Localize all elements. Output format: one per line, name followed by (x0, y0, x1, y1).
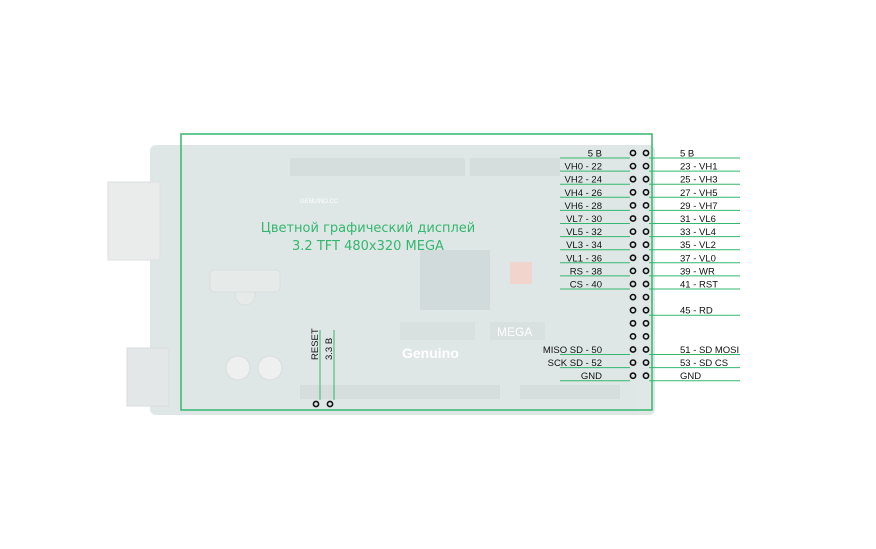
header-pin (642, 215, 650, 222)
header-pin (642, 241, 650, 249)
usb-connector (107, 181, 161, 261)
left-pin-label: GND (581, 371, 602, 382)
left-pin-label: VL5 - 32 (566, 227, 602, 238)
header-pin (629, 359, 637, 366)
header-pin (642, 267, 650, 275)
right-pin-label: 5 В (680, 149, 694, 160)
header-pin (642, 254, 650, 262)
header-pin (629, 241, 637, 249)
display-title-line1: Цветной графический дисплей (261, 221, 476, 236)
header-pin (629, 201, 637, 209)
left-pin-label: VH4 - 26 (565, 188, 603, 199)
right-pin-label: 27 - VH5 (680, 188, 718, 199)
header-pin (642, 280, 650, 288)
right-pin-label: 51 - SD MOSI (680, 345, 739, 356)
header-pin (629, 372, 637, 380)
right-pin-label: 53 - SD CS (680, 358, 728, 369)
left-pin-label: VH0 - 22 (565, 162, 603, 173)
header-pin (642, 332, 650, 340)
power-jack (126, 347, 170, 407)
connector-pins (629, 149, 650, 380)
header-pin (629, 162, 637, 170)
header-pin (629, 319, 637, 327)
header-pin (629, 306, 637, 314)
header-pin (642, 372, 650, 380)
left-pin-labels: 5 В VH0 - 22 VH2 - 24 VH4 - 26 VH6 - 28 VL7 -… (543, 149, 630, 382)
header-pin (642, 201, 650, 209)
header-pin (642, 359, 650, 366)
right-pin-label: 23 - VH1 (680, 162, 718, 173)
left-pin-label: VH2 - 24 (565, 175, 603, 186)
left-pin-label: RS - 38 (570, 266, 602, 277)
header-pin (629, 188, 637, 196)
left-pin-label: VH6 - 28 (565, 201, 603, 212)
right-pin-label: 37 - VL0 (680, 253, 716, 264)
display-outline (180, 133, 653, 411)
left-pin-label: SCK SD - 52 (548, 358, 602, 369)
header-pin (629, 254, 637, 262)
left-pin-label: MISO SD - 50 (543, 345, 602, 356)
header-pin (642, 228, 650, 235)
header-pin (629, 149, 637, 157)
header-pin (642, 175, 650, 183)
left-pin-label: VL7 - 30 (566, 214, 602, 225)
right-pin-labels: 5 В 23 - VH1 25 - VH3 27 - VH5 29 - VH7 31 - … (649, 149, 740, 382)
right-pin-label: 25 - VH3 (680, 175, 718, 186)
left-pin-label: VL3 - 34 (566, 240, 602, 251)
board-model-label: MEGA (497, 325, 532, 339)
board-site-label: GENUINO.CC (300, 199, 339, 205)
display-title-line2: 3.2 TFT 480x320 MEGA (292, 239, 444, 254)
right-pin-label: 33 - VL4 (680, 227, 716, 238)
left-pin-label: VL1 - 36 (566, 253, 602, 264)
header-pin (642, 293, 650, 301)
header-pin (642, 188, 650, 196)
arduino-mega-board: MEGA Genuino GENUINO.CC (107, 145, 655, 415)
left-pin-label: CS - 40 (570, 280, 602, 291)
right-pin-label: 35 - VL2 (680, 240, 716, 251)
bottom-pin (326, 400, 334, 408)
header-pin (629, 267, 637, 275)
header-pin (642, 346, 650, 353)
header-pin (642, 319, 650, 327)
header-pin (642, 162, 650, 170)
right-pin-label: 31 - VL6 (680, 214, 716, 225)
header-pin (629, 346, 637, 353)
header-pin (629, 280, 637, 288)
header-pin (629, 228, 637, 235)
bottom-pin-label: RESET (310, 328, 321, 360)
header-pin (629, 175, 637, 183)
right-pin-label: 29 - VH7 (680, 201, 718, 212)
header-pin (629, 293, 637, 301)
left-pin-label: 5 В (588, 149, 602, 160)
board-brand-label: Genuino (402, 345, 459, 361)
right-pin-label: GND (680, 371, 701, 382)
bottom-pin-label: 3.3 В (324, 338, 335, 360)
header-pin (642, 149, 650, 157)
right-pin-label: 41 - RST (680, 280, 718, 291)
header-pin (629, 215, 637, 222)
header-pin (642, 306, 650, 314)
right-pin-label: 39 - WR (680, 266, 715, 277)
right-pin-label: 45 - RD (680, 306, 713, 317)
bottom-pin (312, 400, 320, 408)
header-pin (629, 332, 637, 340)
